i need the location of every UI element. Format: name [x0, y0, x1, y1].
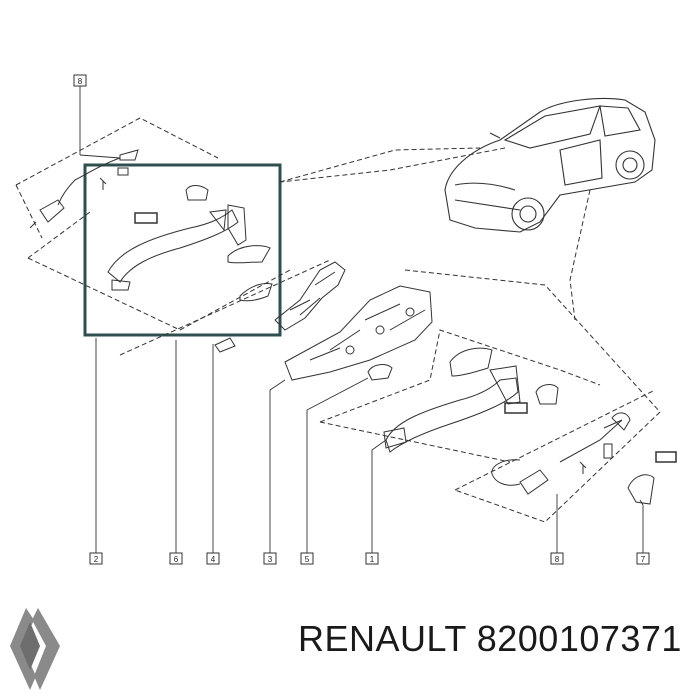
cap-right	[535, 384, 559, 405]
brand-part-label: RENAULT 8200107371	[298, 618, 682, 660]
door-handle-lower	[383, 365, 521, 453]
clip-upper	[117, 167, 129, 176]
gasket-lower	[239, 283, 273, 302]
cap-7	[627, 474, 655, 505]
gasket-right	[449, 347, 493, 377]
label-plate-lower	[504, 402, 528, 414]
callout-8: 8	[555, 555, 560, 564]
brand-name: RENAULT	[298, 618, 467, 659]
car-illustration	[444, 98, 656, 233]
lock-cover-5	[367, 364, 393, 381]
label-plate-right	[655, 451, 677, 463]
callout-1: 1	[370, 555, 375, 564]
callout-3: 3	[268, 555, 273, 564]
gasket-upper	[227, 245, 271, 264]
callout-4: 4	[211, 555, 216, 564]
lower-right-panel	[319, 269, 661, 523]
handle-cap	[185, 185, 209, 201]
leader-lines	[79, 86, 644, 553]
cable-sensor-upper	[29, 149, 139, 229]
lock-mechanism-main	[284, 285, 433, 381]
highlight-box	[83, 163, 282, 337]
lock-mechanism-rod	[214, 261, 346, 353]
callout-5: 5	[305, 555, 310, 564]
door-handle-upper	[107, 204, 247, 291]
part-number: 8200107371	[476, 618, 682, 659]
screw-upper	[99, 177, 107, 190]
callout-7: 7	[641, 555, 646, 564]
label-plate-upper	[134, 212, 158, 224]
callout-2: 2	[94, 555, 99, 564]
renault-logo-icon	[10, 608, 60, 690]
car-leader-lines	[279, 147, 591, 321]
callout-6: 6	[174, 555, 179, 564]
upper-left-panel	[15, 117, 219, 239]
callout-top-8: 8	[78, 77, 83, 86]
callout-boxes	[73, 74, 650, 565]
cable-sensor-lower	[491, 412, 631, 495]
inner-dashed-guides	[27, 147, 481, 356]
